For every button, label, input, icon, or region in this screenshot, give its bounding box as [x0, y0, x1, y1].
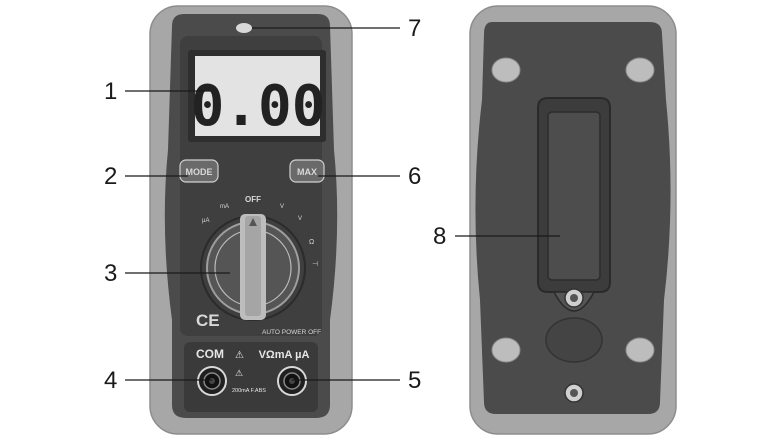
callout-numbers: 1 2 3 4 5 6 7 8	[104, 15, 446, 394]
back-bumper-top-left	[491, 57, 521, 83]
back-bumper-bottom-left	[491, 337, 521, 363]
com-jack-pin	[209, 378, 215, 384]
max-button[interactable]	[289, 159, 325, 183]
lcd-reading: 0.00	[191, 74, 326, 139]
dial-pointer-icon	[249, 218, 257, 226]
dial-range-v2: V	[298, 216, 302, 222]
callout-4: 4	[104, 367, 117, 394]
input-jack-pin	[289, 378, 295, 384]
max-button-label: MAX	[297, 167, 317, 177]
battery-cover-inset	[547, 111, 601, 281]
dial-range-ua2: µA	[202, 218, 209, 224]
jack-warning-label: 200mA F.ABS	[232, 388, 266, 394]
warning-triangle-icon-2: ⚠	[235, 368, 243, 378]
mode-button-label: MODE	[186, 167, 213, 177]
dial-range-ua: mA	[220, 204, 229, 210]
lcd-screen	[195, 56, 320, 136]
callout-1: 1	[104, 78, 117, 105]
dial-knob-grip	[245, 216, 261, 316]
callouts	[125, 27, 560, 381]
battery-screw-head	[570, 294, 578, 302]
bottom-screw-head	[570, 389, 578, 397]
back-recess	[545, 317, 603, 363]
dial-range-diode: ⊣	[312, 261, 318, 268]
callout-3: 3	[104, 260, 117, 287]
dial-range-ohm: Ω	[309, 239, 314, 246]
dial-off-label: OFF	[245, 195, 261, 204]
dial-range-v: V	[280, 204, 284, 210]
back-bumper-top-right	[625, 57, 655, 83]
warning-triangle-icon: ⚠	[235, 350, 244, 361]
ce-mark: CE	[196, 311, 220, 330]
callout-5: 5	[408, 367, 421, 394]
callout-2: 2	[104, 163, 117, 190]
com-label: COM	[196, 347, 224, 361]
callout-6: 6	[408, 163, 421, 190]
mode-button[interactable]	[179, 159, 219, 183]
input-jack-label: VΩmA µA	[259, 349, 310, 361]
multimeter-front-view: 0.00 MODE MAX OFF mA µA V V Ω ⊣ CE AUTO …	[149, 5, 353, 435]
callout-7: 7	[408, 15, 421, 42]
auto-power-off-label: AUTO POWER OFF	[262, 329, 321, 336]
back-bumper-bottom-right	[625, 337, 655, 363]
multimeter-back-view	[469, 5, 677, 435]
callout-8: 8	[433, 223, 446, 250]
indicator-light-icon	[236, 23, 252, 33]
